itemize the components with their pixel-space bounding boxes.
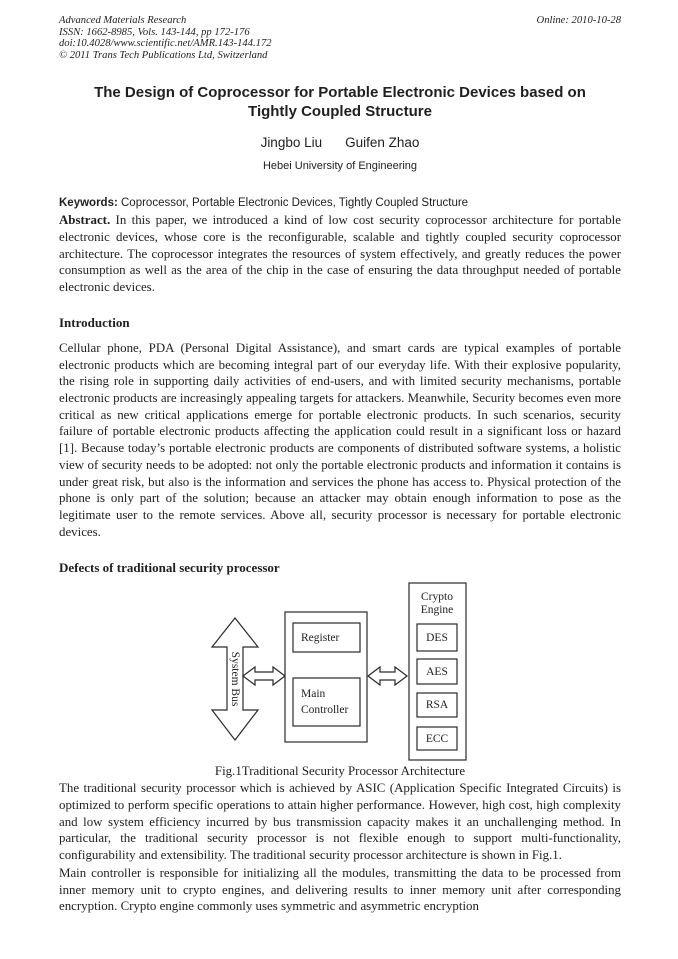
system-bus-arrow [210,617,260,742]
figure-caption: Fig.1Traditional Security Processor Arch… [214,764,466,779]
aes-label: AES [426,666,448,678]
journal-name: Advanced Materials Research [59,15,187,26]
author-name: Jingbo Liu [260,135,323,151]
abstract-text: In this paper, we introduced a kind of l… [59,213,621,295]
keywords-value: Coprocessor, Portable Electronic Devices… [121,197,469,210]
keywords-label: Keywords: [59,197,118,210]
copyright-line: © 2011 Trans Tech Publications Ltd, Swit… [59,49,268,61]
paper-title: The Design of Coprocessor for Portable E… [59,83,621,121]
rsa-label: RSA [426,699,449,711]
abstract-paragraph: Abstract. In this paper, we introduced a… [59,212,621,296]
aes-box [416,658,458,685]
register-label: Register [301,632,339,644]
journal-header-left: Advanced Materials Research ISSN: 1662-8… [59,15,272,61]
author-name: Guifen Zhao [345,135,420,151]
des-box [416,623,458,652]
paper-title-line1: The Design of Coprocessor for Portable E… [94,84,586,102]
online-date: Online: 2010-10-28 [536,15,621,26]
abstract-label: Abstract. [59,213,111,228]
crypto-engine-label-line1: Crypto [421,591,453,603]
defects-paragraph-2: Main controller is responsible for initi… [59,865,621,914]
main-controller-label-line2: Controller [301,704,348,716]
crypto-engine-label-line2: Engine [421,604,454,616]
system-bus-label: System Bus [229,652,241,707]
paper-title-line2: Tightly Coupled Structure [248,103,432,121]
rsa-box [416,692,458,718]
section-heading-introduction: Introduction [59,314,130,330]
issn-line: ISSN: 1662-8985, Vols. 143-144, pp 172-1… [59,26,250,38]
register-box [292,622,361,653]
main-controller-box [292,677,361,727]
doi-line: doi:10.4028/www.scientific.net/AMR.143-1… [59,38,272,50]
des-label: DES [426,632,448,644]
keywords-line: Keywords: Coprocessor, Portable Electron… [59,196,621,210]
affiliation: Hebei University of Engineering [262,160,418,173]
journal-header: Advanced Materials Research ISSN: 1662-8… [59,15,621,61]
figure-1: System Bus Register Main Controller Cryp… [210,582,467,761]
author-list: Jingbo Liu Guifen Zhao [59,134,621,151]
defects-paragraph-1: The traditional security processor which… [59,781,621,863]
bus-arrow-left [242,666,286,687]
main-controller-label-line1: Main [301,688,326,700]
ecc-box [416,726,458,751]
ecc-label: ECC [426,733,449,745]
bus-arrow-right [367,666,408,687]
introduction-paragraph: Cellular phone, PDA (Personal Digital As… [59,340,621,539]
section-heading-defects: Defects of traditional security processo… [59,560,280,576]
